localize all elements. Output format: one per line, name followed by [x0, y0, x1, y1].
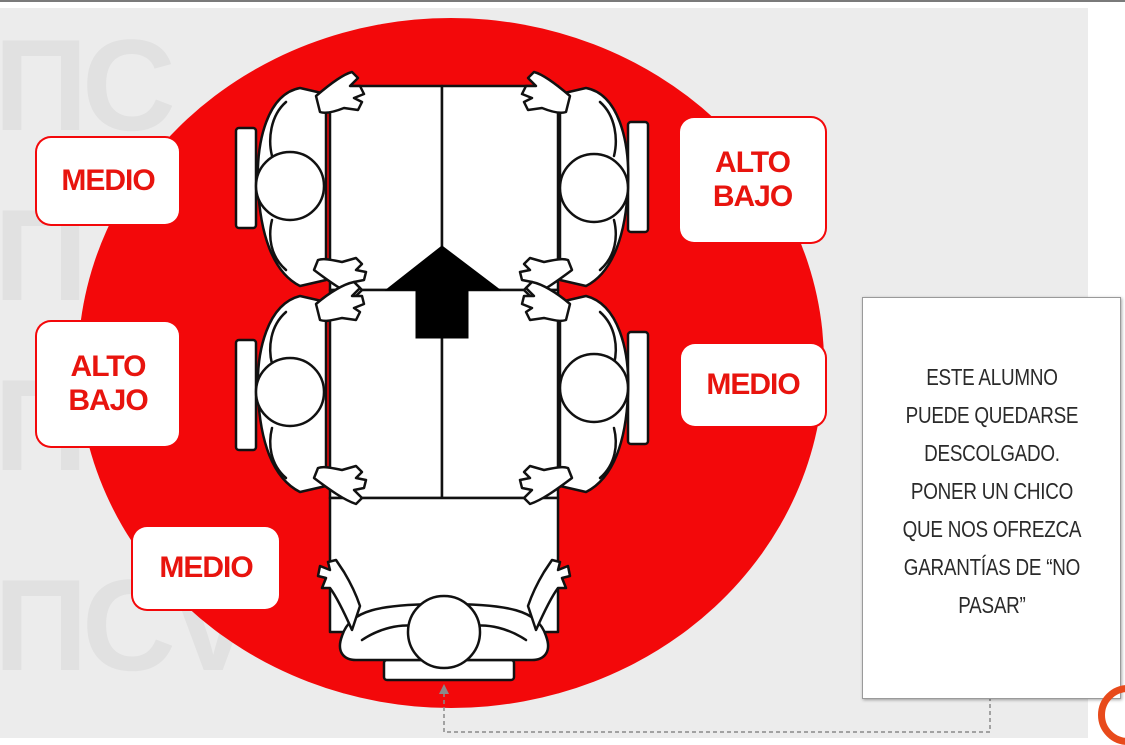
note-box: ESTE ALUMNO PUEDE QUEDARSE DESCOLGADO. P…	[862, 297, 1121, 699]
student-bottom	[316, 558, 572, 670]
chair-top-right	[626, 120, 650, 234]
watermark: ΠC	[0, 12, 176, 158]
label-line: BAJO	[68, 384, 148, 417]
student-mid-left	[254, 280, 368, 506]
label-line: ALTO	[70, 350, 147, 383]
direction-arrow	[384, 245, 502, 339]
label-line: BAJO	[712, 180, 793, 213]
label-line: MEDIO	[61, 164, 155, 197]
label-line: MEDIO	[706, 368, 800, 401]
label-line: ALTO	[715, 146, 791, 179]
level-label-right-top: ALTO BAJO	[680, 118, 825, 242]
level-label-bottom: MEDIO	[133, 527, 279, 609]
desk-top-right	[440, 84, 560, 292]
level-label-right-mid: MEDIO	[681, 344, 825, 426]
level-label-left-mid: ALTO BAJO	[37, 322, 179, 446]
level-label-left-top: MEDIO	[37, 138, 179, 224]
dashed-connector	[443, 688, 991, 733]
top-border	[0, 0, 1125, 2]
note-text: ESTE ALUMNO PUEDE QUEDARSE DESCOLGADO. P…	[902, 364, 1081, 618]
chair-mid-left	[234, 338, 258, 452]
chair-top-left	[234, 126, 258, 230]
label-line: MEDIO	[159, 551, 253, 584]
student-top-right	[518, 70, 630, 298]
student-mid-right	[518, 280, 630, 506]
connector-arrowhead	[439, 684, 449, 694]
chair-mid-right	[626, 330, 650, 446]
